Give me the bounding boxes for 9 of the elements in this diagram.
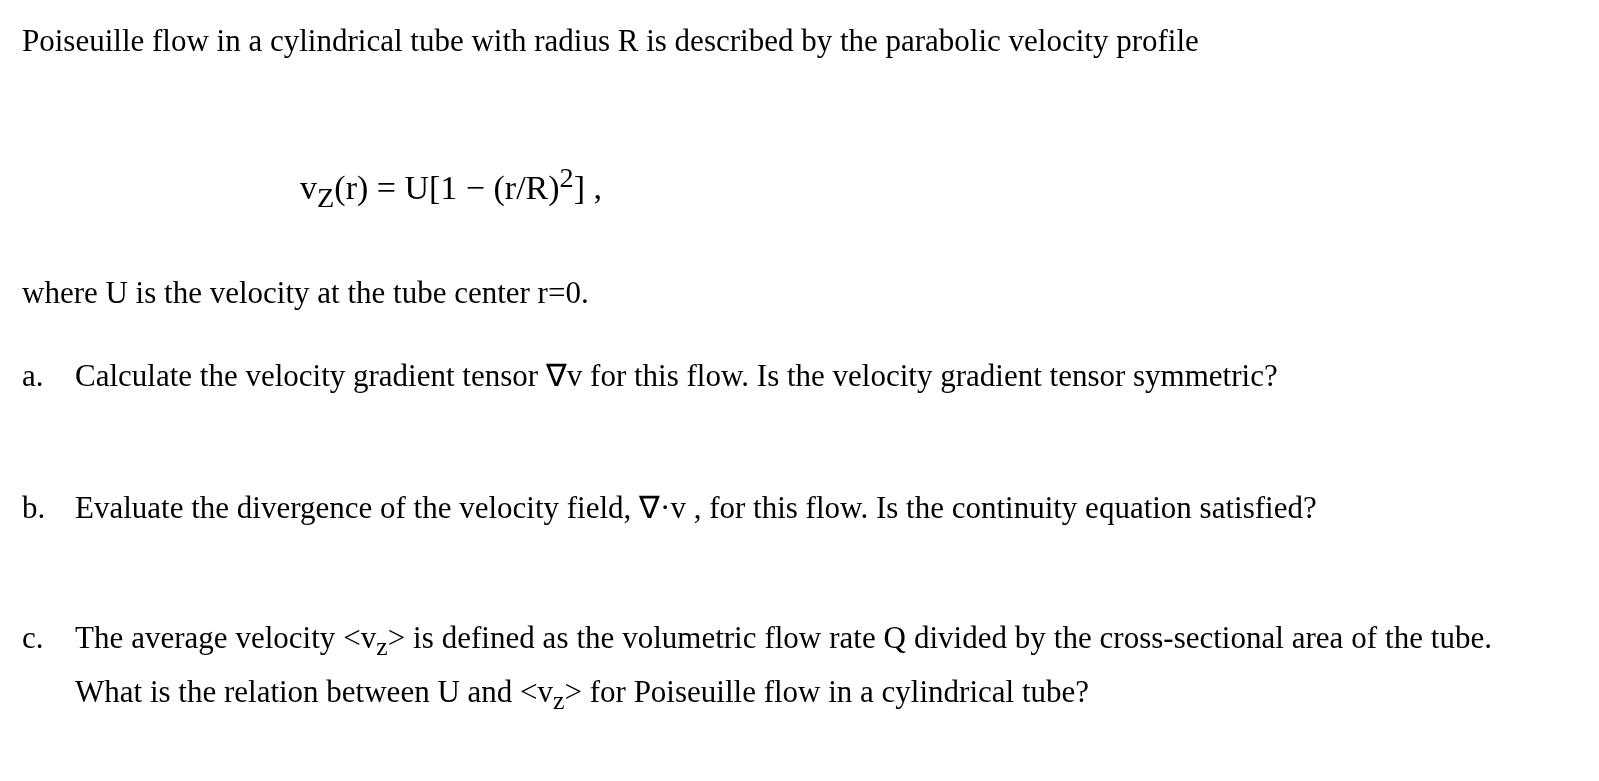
velocity-profile-equation: v$_{Z}$(r) = U[1 − (r/R)$^{2}$] , [300,161,603,216]
item-letter: c. [22,619,45,657]
item-letter: a. [22,357,45,395]
question-text: Evaluate the divergence of the velocity field, ∇·v , for this flow. Is the continuity equation satisfied? [75,489,1318,527]
item-letter: b. [22,489,47,527]
intro-sentence: Poiseuille flow in a cylindrical tube with radius R is described by the parabolic velocity profile [22,22,1200,60]
definition-sentence: where U is the velocity at the tube center r=0. [22,274,590,312]
question-text: The average velocity <v$_{z}$> is defined as the volumetric flow rate Q divided by the cross-sectional area of the tube. What is the relation between U and <v$_{z}$> for Poiseuille flow in a cylindrical tube? [75,619,1492,718]
question-text: Calculate the velocity gradient tensor ∇v for this flow. Is the velocity gradient tensor symmetric? [75,357,1279,395]
